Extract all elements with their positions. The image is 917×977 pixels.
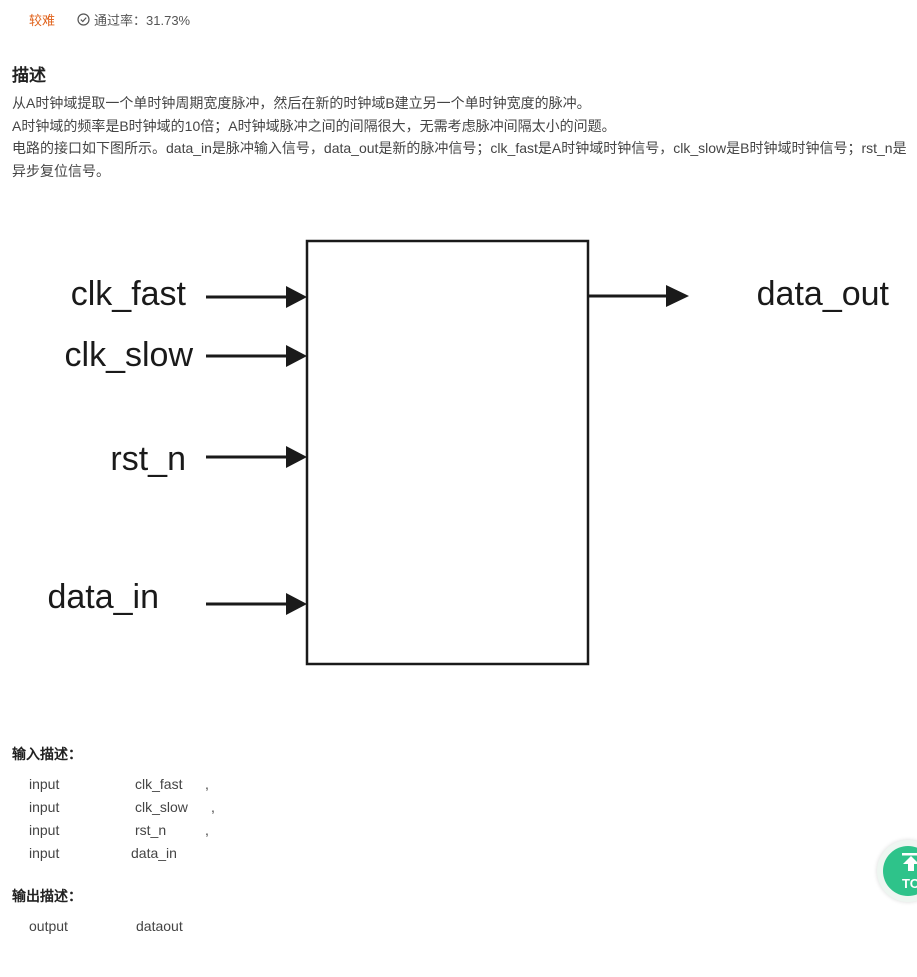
- arrow-head-data-in: [286, 593, 307, 615]
- input-label-rst-n: rst_n: [110, 440, 186, 478]
- check-circle-icon: [77, 13, 90, 26]
- input-label-clk-fast: clk_fast: [71, 275, 187, 313]
- description-line: 电路的接口如下图所示。data_in是脉冲输入信号，data_out是新的脉冲信…: [12, 140, 907, 179]
- port-kind: input: [29, 776, 60, 792]
- back-to-top-button[interactable]: TOP: [877, 840, 917, 902]
- back-to-top-label: TOP: [902, 876, 917, 891]
- problem-meta: 较难 通过率：31.73%: [29, 10, 190, 29]
- arrow-head-output: [666, 285, 689, 307]
- port-name: clk_fast: [135, 776, 183, 792]
- port-name: clk_slow: [135, 799, 188, 815]
- description-line: A时钟域的频率是B时钟域的10倍；A时钟域脉冲之间的间隔很大，无需考虑脉冲间隔太…: [12, 117, 616, 134]
- arrow-head-clk-slow: [286, 345, 307, 367]
- pass-rate: 通过率：31.73%: [77, 10, 190, 29]
- back-to-top-circle[interactable]: TOP: [883, 846, 917, 896]
- arrow-head-clk-fast: [286, 286, 307, 308]
- port-separator: ,: [205, 822, 209, 838]
- port-kind: input: [29, 822, 60, 838]
- description-line: 从A时钟域提取一个单时钟周期宽度脉冲，然后在新的时钟域B建立另一个单时钟宽度的脉…: [12, 95, 591, 111]
- port-separator: ,: [211, 799, 215, 815]
- port-kind: input: [29, 799, 60, 815]
- input-desc-title: 输入描述：: [12, 746, 82, 762]
- input-label-clk-slow: clk_slow: [65, 336, 194, 374]
- port-kind: output: [29, 918, 68, 934]
- interface-diagram: clk_fast clk_slow rst_n data_in data_out: [47, 239, 890, 666]
- port-name: data_in: [131, 845, 177, 861]
- description-text: 从A时钟域提取一个单时钟周期宽度脉冲，然后在新的时钟域B建立另一个单时钟宽度的脉…: [12, 92, 907, 182]
- port-kind: input: [29, 845, 60, 861]
- arrow-up-icon: [902, 853, 917, 871]
- input-label-data-in: data_in: [47, 578, 159, 616]
- description-title: 描述: [12, 66, 46, 85]
- port-name: dataout: [136, 918, 183, 934]
- difficulty-badge: 较难: [29, 13, 56, 28]
- output-desc-title: 输出描述：: [12, 888, 82, 904]
- arrow-head-rst-n: [286, 446, 307, 468]
- port-name: rst_n: [135, 822, 167, 838]
- module-box: [305, 239, 590, 666]
- pass-rate-text: 通过率：31.73%: [94, 13, 191, 28]
- port-separator: ,: [205, 776, 209, 792]
- output-label-data-out: data_out: [757, 275, 890, 313]
